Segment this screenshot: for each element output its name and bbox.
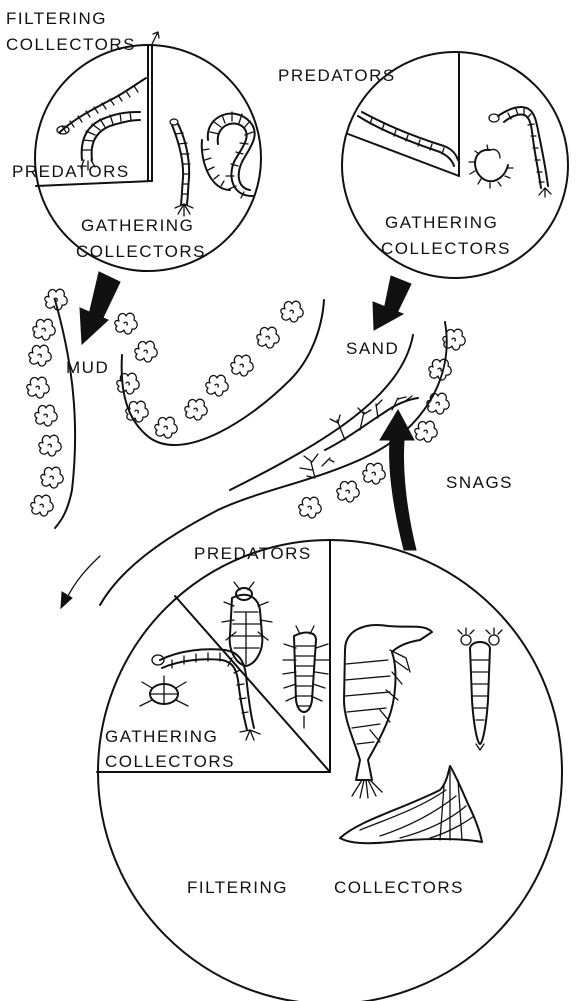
mud-filtering-label: FILTERING [6, 9, 107, 28]
snag-filtering-label: FILTERING [187, 878, 288, 897]
mud-gathering-label: GATHERING [81, 216, 194, 235]
filtering-larva-icon [57, 78, 146, 134]
mud-community-pie: FILTERING COLLECTORS PREDATORS GATHERING… [6, 9, 261, 344]
gathering-beetle-icon [140, 676, 188, 706]
snag-gathering-label: GATHERING [105, 727, 218, 746]
filtering-net-icon [340, 766, 482, 843]
snag-small-branch [300, 454, 334, 478]
snag-predators-label: PREDATORS [194, 544, 312, 563]
mud-predators-label: PREDATORS [12, 162, 130, 181]
snag-filtering-label-2: COLLECTORS [334, 878, 464, 897]
sand-community-pie: PREDATORS GATHERING COLLECTORS [278, 52, 568, 330]
flow-arrow-line [67, 556, 100, 598]
filtering-pointer-tick [152, 32, 159, 44]
predator-larva-snag-icon [283, 626, 329, 728]
sand-gathering-label-2: COLLECTORS [381, 239, 511, 258]
mud-filtering-label-2: COLLECTORS [6, 35, 136, 54]
sand-gathering-label: GATHERING [385, 213, 498, 232]
snags-substrate-label: SNAGS [446, 473, 513, 492]
snags-pointer-arrow [380, 410, 416, 550]
worm-icon [202, 112, 261, 198]
sand-predators-label: PREDATORS [278, 66, 396, 85]
sand-substrate-label: SAND [346, 339, 399, 358]
snag-community-pie: PREDATORS GATHERING COLLECTORS FILTERING… [97, 540, 562, 1001]
mud-organisms [57, 78, 260, 216]
left-bank-line [55, 300, 75, 528]
mud-gathering-label-2: COLLECTORS [76, 242, 206, 261]
mud-substrate-label: MUD [66, 358, 109, 377]
predator-larva-sand-icon [358, 112, 458, 166]
sand-organisms [358, 107, 551, 197]
predator-beetle-icon [222, 582, 272, 666]
filtering-larva-small-icon [458, 628, 502, 750]
filtering-larva-large-icon [344, 625, 432, 798]
snag-gathering-label-2: COLLECTORS [105, 752, 235, 771]
flow-arrowhead [61, 592, 72, 608]
predator-larva-icon [170, 119, 193, 216]
hooked-larva-icon [469, 145, 513, 188]
